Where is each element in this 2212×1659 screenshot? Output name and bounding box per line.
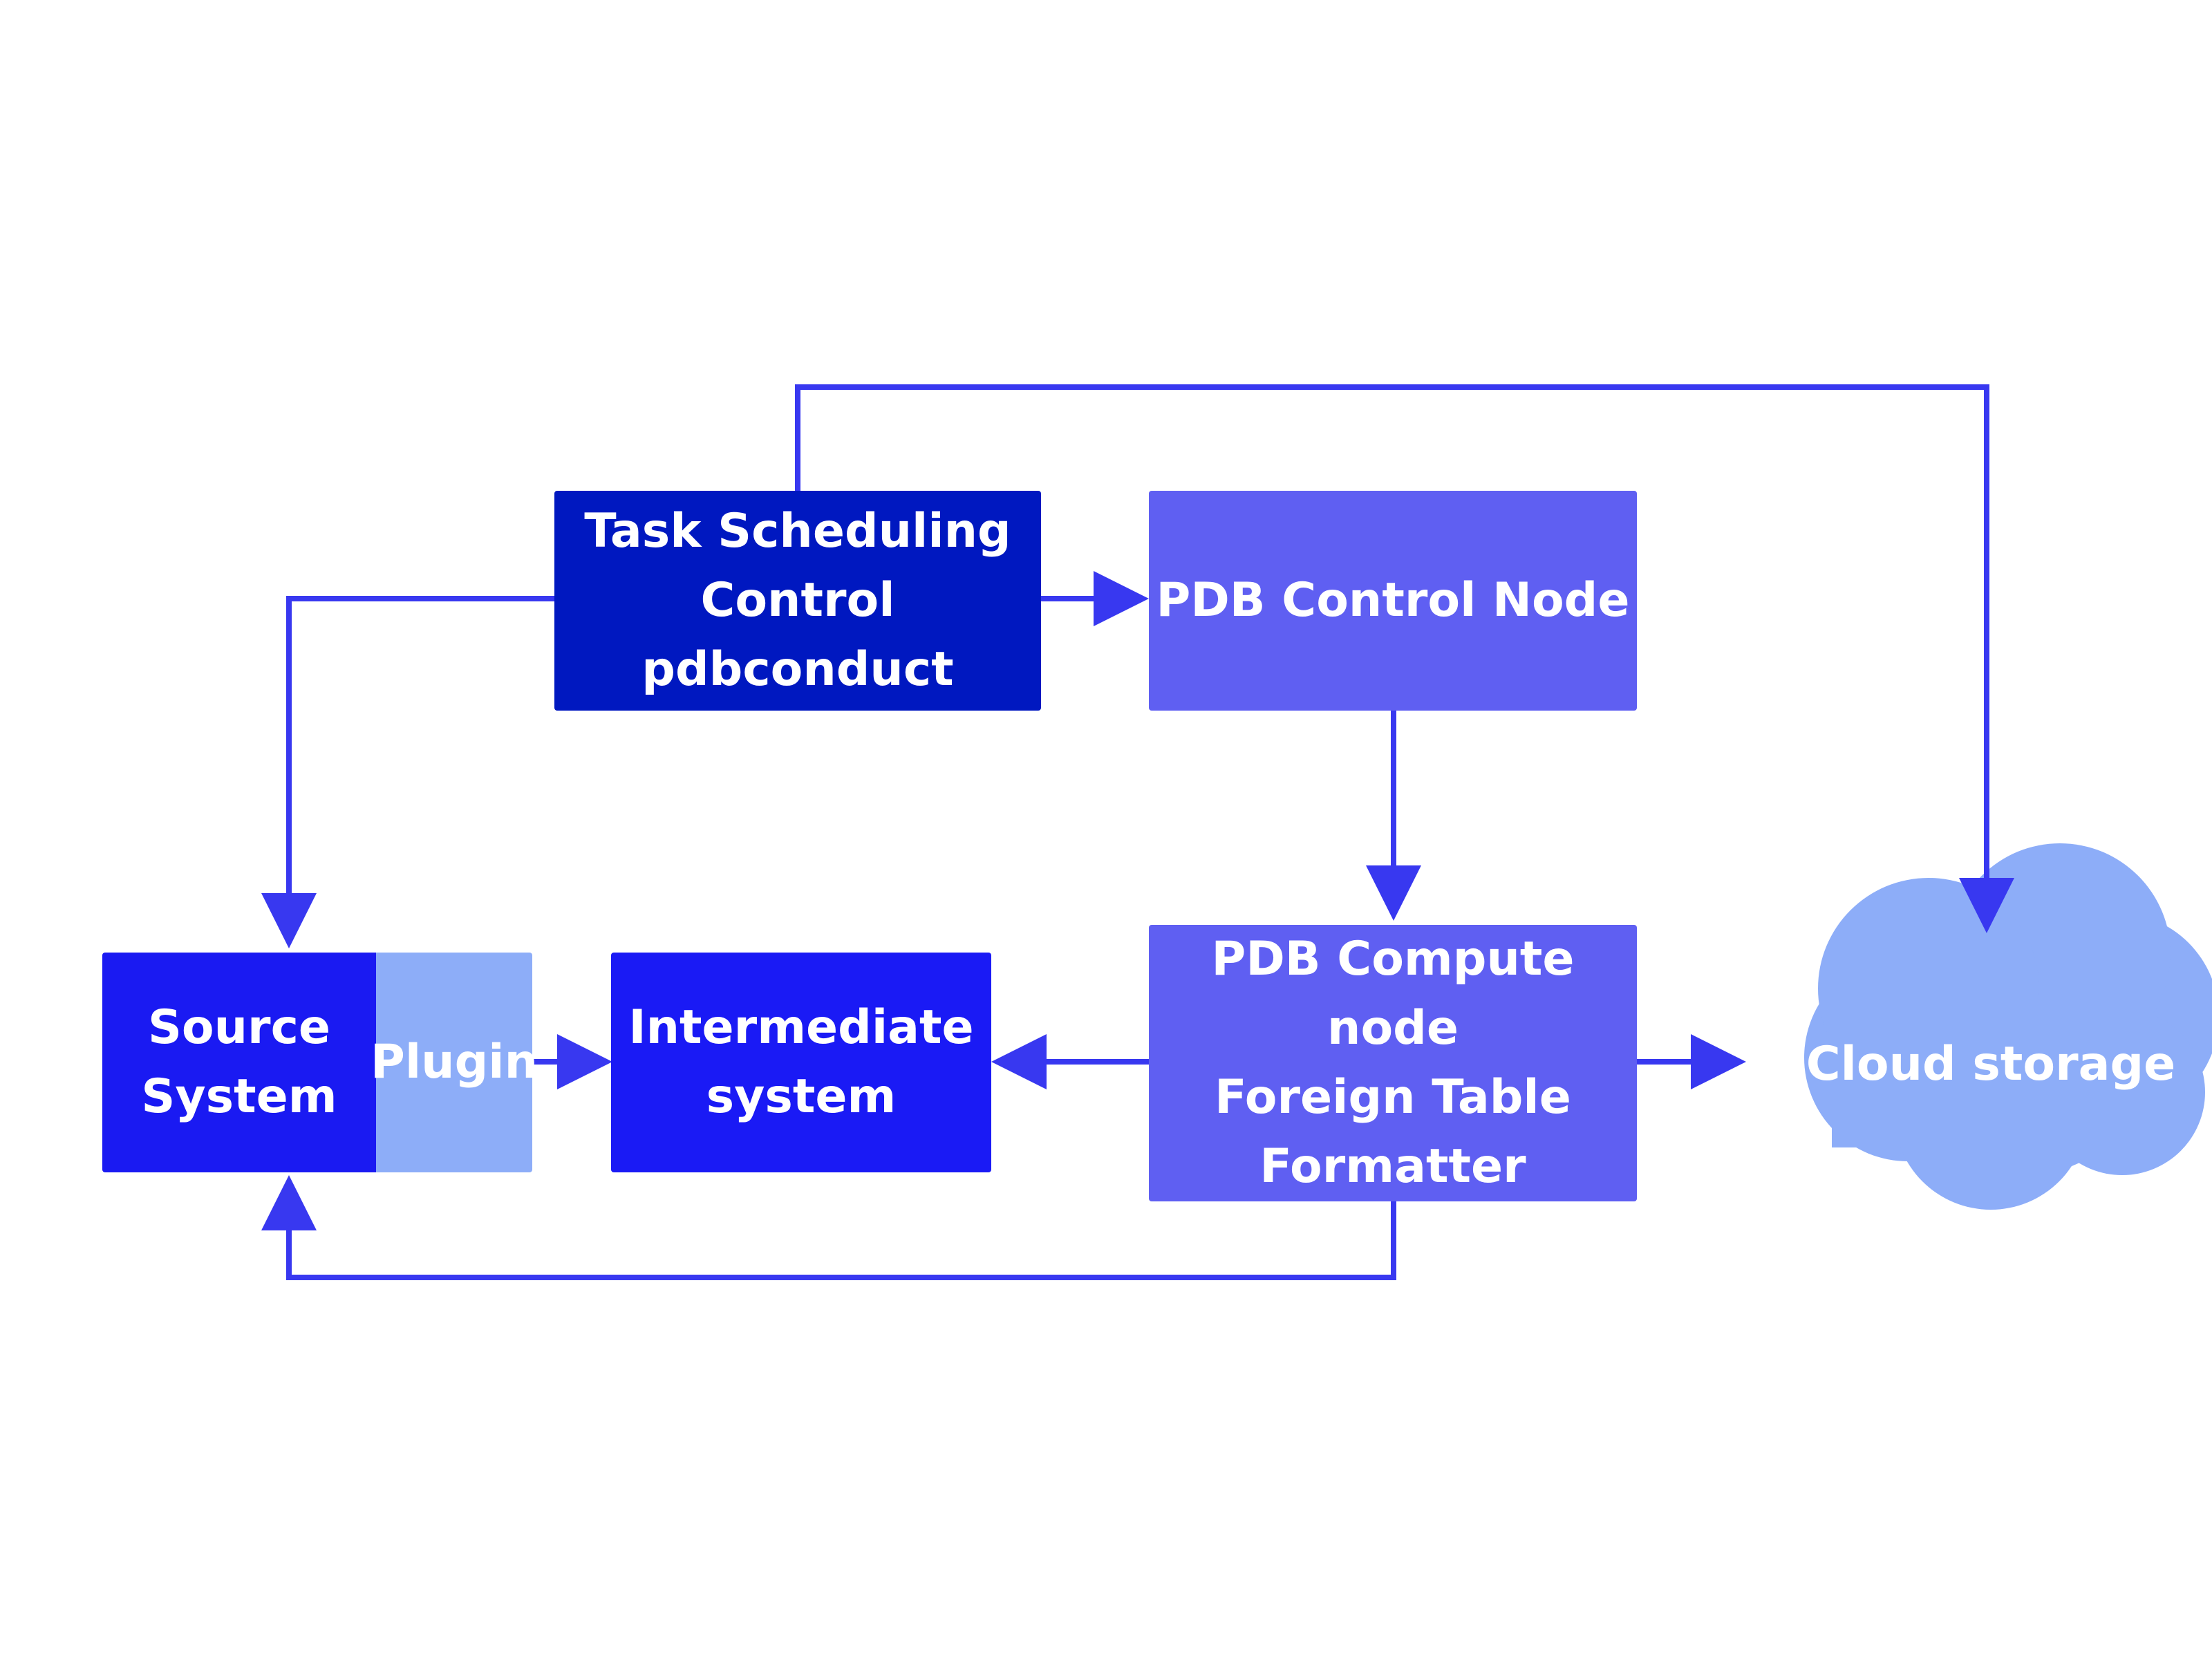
task-scheduling-node: Task Scheduling Control pdbconduct [554, 491, 1041, 711]
pdb-control-label: PDB Control Node [1156, 573, 1630, 628]
source-system-node: Source System [102, 953, 376, 1172]
cloud-storage-label: Cloud storage [1806, 1037, 2176, 1091]
task-scheduling-label: Task Scheduling Control pdbconduct [584, 504, 1011, 697]
intermediate-system-label: Intermediate system [628, 1000, 974, 1124]
pdb-compute-node: PDB Compute node Foreign Table Formatter [1149, 925, 1637, 1201]
wire-compute-to-source [261, 1175, 1396, 1280]
intermediate-system-node: Intermediate system [611, 953, 991, 1172]
pdb-compute-label: PDB Compute node Foreign Table Formatter [1211, 932, 1575, 1194]
cloud-shape [1804, 843, 2212, 1210]
plugin-node: Plugin [371, 953, 538, 1172]
plugin-label: Plugin [371, 1035, 538, 1089]
source-system-label: Source System [141, 1000, 337, 1124]
pdb-control-node: PDB Control Node [1149, 491, 1637, 711]
wire-task-to-cloud [795, 384, 2014, 933]
wire-task-to-source [261, 596, 554, 948]
